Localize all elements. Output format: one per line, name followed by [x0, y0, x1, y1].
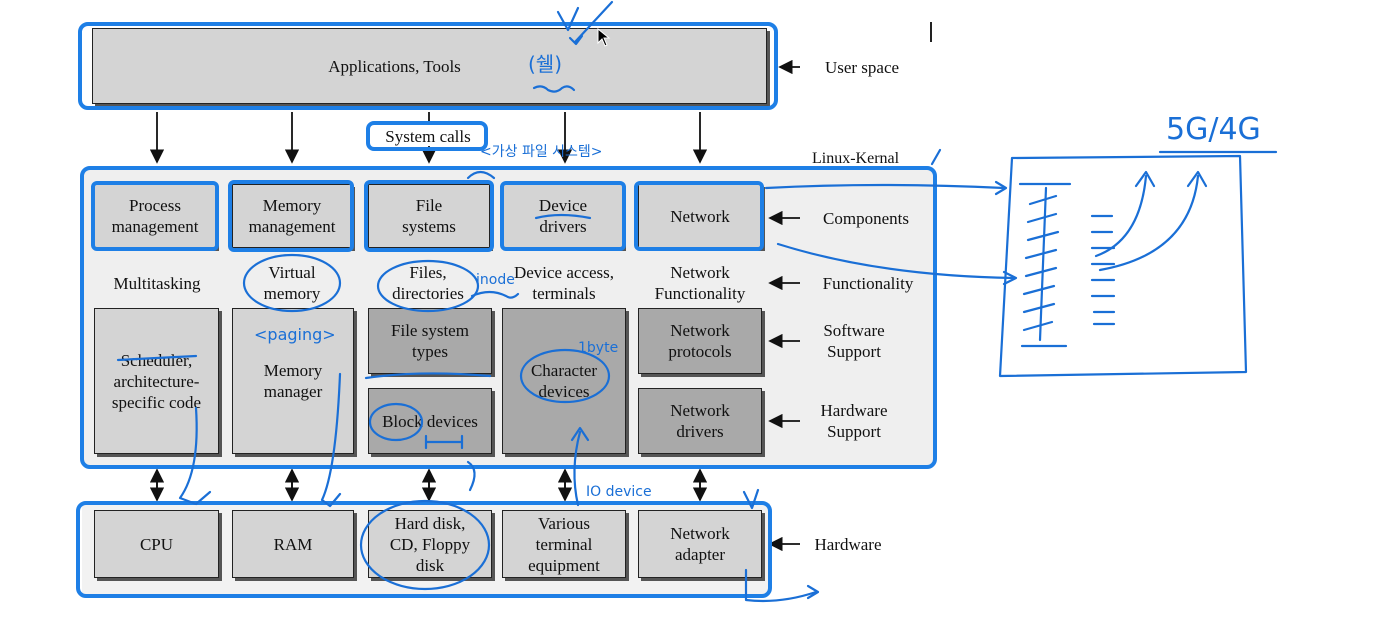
paging-annotation: <paging>: [254, 325, 336, 344]
files-directories-label: Files, directories: [392, 263, 464, 303]
terminal-equipment-box: Various terminal equipment: [502, 510, 626, 578]
network-protocols-box: Network protocols: [638, 308, 762, 374]
user-space-highlight: [78, 22, 778, 110]
ram-box: RAM: [232, 510, 354, 578]
hard-disk-box: Hard disk, CD, Floppy disk: [368, 510, 492, 578]
kernel-highlight: [80, 166, 937, 469]
device-drivers-highlight: [500, 181, 626, 251]
block-devices-label: Block devices: [382, 411, 478, 431]
network-functionality-label: Network Functionality: [654, 263, 746, 303]
multitasking-label: Multitasking: [113, 274, 201, 293]
network-adapter-label: Network adapter: [670, 524, 730, 564]
memory-management-label: Memory management: [248, 196, 336, 236]
inode-annotation: inode: [476, 272, 515, 288]
terminal-equipment-label: Various terminal equipment: [528, 513, 600, 575]
cpu-label: CPU: [139, 534, 174, 554]
mouse-cursor-icon: [597, 28, 611, 47]
network-label: Network: [670, 206, 730, 226]
file-system-types-box: File system types: [368, 308, 492, 374]
file-systems-box: File systems: [368, 184, 490, 248]
kernel-label: Linux-Kernal: [812, 150, 900, 167]
hardware-row-label: Hardware: [814, 535, 882, 554]
one-byte-annotation: 1byte: [578, 340, 619, 356]
scheduler-label: Scheduler, architecture-specific code: [111, 350, 202, 412]
shell-annotation: (쉘): [528, 52, 563, 76]
network-drivers-label: Network drivers: [670, 401, 730, 441]
process-management-label: Process management: [111, 196, 199, 236]
hardware-highlight: [76, 501, 772, 598]
memory-management-highlight: [228, 180, 354, 252]
device-drivers-label: Device drivers: [538, 196, 588, 236]
system-calls-label: System calls: [385, 127, 471, 146]
file-systems-highlight: [364, 180, 494, 252]
memory-management-box: Memory management: [232, 184, 352, 248]
hardware-support-label: Hardware Support: [820, 401, 888, 441]
applications-tools-box: Applications, Tools: [92, 28, 767, 104]
network-box: Network: [638, 184, 762, 248]
character-devices-label: Character devices: [530, 361, 598, 401]
device-access-label: Device access, terminals: [513, 263, 615, 303]
memory-manager-box: Memory manager: [232, 308, 354, 454]
cpu-box: CPU: [94, 510, 219, 578]
network-highlight: [634, 181, 764, 251]
memory-manager-label: Memory manager: [263, 361, 323, 401]
process-management-highlight: [91, 181, 219, 251]
software-support-label: Software Support: [823, 321, 885, 361]
file-system-types-label: File system types: [391, 321, 469, 361]
file-systems-label: File systems: [402, 196, 456, 236]
process-management-box: Process management: [94, 184, 216, 248]
scheduler-box: Scheduler, architecture-specific code: [94, 308, 219, 454]
ram-label: RAM: [273, 534, 313, 554]
network-drivers-box: Network drivers: [638, 388, 762, 454]
io-device-annotation: IO device: [586, 484, 652, 500]
hard-disk-label: Hard disk, CD, Floppy disk: [389, 513, 471, 575]
user-space-label: User space: [824, 58, 900, 77]
network-gen-annotation: 5G/4G: [1166, 112, 1261, 147]
network-protocols-label: Network protocols: [668, 321, 732, 361]
applications-label: Applications, Tools: [328, 56, 461, 76]
vfs-annotation: <가상 파일 시스템>: [480, 144, 603, 160]
device-drivers-box: Device drivers: [503, 184, 623, 248]
components-row-label: Components: [823, 209, 909, 228]
network-adapter-box: Network adapter: [638, 510, 762, 578]
functionality-row-label: Functionality: [822, 274, 914, 293]
virtual-memory-label: Virtual memory: [263, 263, 321, 303]
system-calls-highlight: [366, 121, 488, 151]
